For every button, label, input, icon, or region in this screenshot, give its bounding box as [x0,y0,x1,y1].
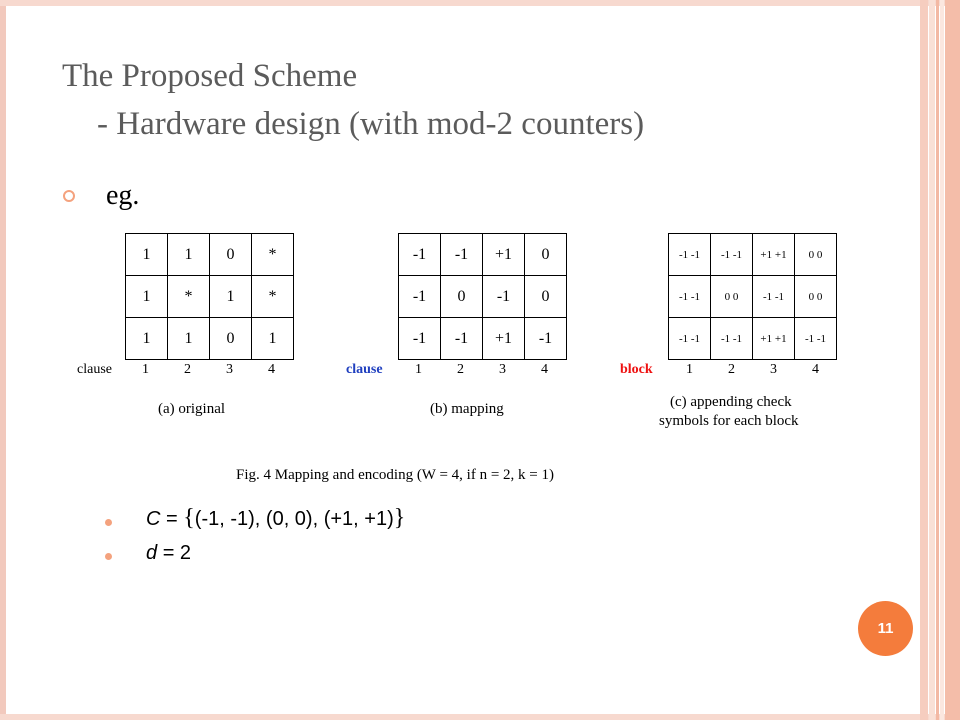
axis-number: 3 [770,362,777,377]
formula-brace-close: } [393,505,406,531]
table-cell: -1 -1 [668,317,711,360]
bullet-dot-icon [105,553,112,560]
axis-number: 1 [686,362,693,377]
table-cell: -1 [524,317,567,360]
table-cell: 0 0 [794,233,837,276]
formula-c: C = {(-1, -1), (0, 0), (+1, +1)} [146,505,405,532]
table-cell: 1 [125,275,168,318]
axis-number: 3 [499,362,506,377]
axis-label-block: block [620,362,653,377]
table-cell: 0 0 [794,275,837,318]
page-number-badge: 11 [858,601,913,656]
table-cell: -1 -1 [710,317,753,360]
table-cell: -1 [398,275,441,318]
table-cell: 0 [524,233,567,276]
bullet-dot-icon [105,519,112,526]
axis-number: 1 [142,362,149,377]
table-cell: * [251,233,294,276]
caption-check-line2: symbols for each block [659,413,799,429]
table-cell: -1 -1 [752,275,795,318]
table-cell: 0 [209,233,252,276]
formula-brace-open: { [183,505,195,531]
frame-bottom-border [0,714,960,720]
axis-label-clause: clause [77,362,112,377]
axis-number: 2 [457,362,464,377]
table-cell: -1 -1 [794,317,837,360]
axis-number: 3 [226,362,233,377]
table-cell: 0 [209,317,252,360]
table-row: -1-1+1-1 [398,317,567,360]
table-cell: +1 +1 [752,233,795,276]
caption-check-line1: (c) appending check [670,394,792,410]
table-cell: 1 [125,233,168,276]
table-cell: -1 [440,317,483,360]
frame-right-stripe [936,0,939,720]
formula-c-var: C [146,508,161,530]
axis-label-clause: clause [346,362,383,377]
frame-left-border [0,0,6,720]
table-cell: 1 [167,317,210,360]
formula-c-set: (-1, -1), (0, 0), (+1, +1) [194,508,394,530]
caption-original: (a) original [158,401,226,417]
axis-number: 2 [184,362,191,377]
table-cell: -1 [398,317,441,360]
slide-title: The Proposed Scheme [62,58,358,94]
frame-right-stripe [940,0,944,720]
table-cell: * [251,275,294,318]
frame-right-stripe [920,0,928,720]
table-cell: 1 [209,275,252,318]
table-cell: -1 [440,233,483,276]
table-cell: 1 [251,317,294,360]
table-cell: -1 -1 [668,233,711,276]
bullet-text: eg. [106,180,140,211]
table-cell: 1 [167,233,210,276]
table-cell: 0 0 [710,275,753,318]
table-cell: * [167,275,210,318]
figure-caption: Fig. 4 Mapping and encoding (W = 4, if n… [236,467,554,483]
frame-top-border [0,0,960,6]
table-cell: 0 [524,275,567,318]
formula-d-eq: = 2 [162,542,192,564]
axis-number: 4 [268,362,275,377]
axis-number: 4 [541,362,548,377]
frame-right-stripe [929,0,935,720]
table-cell: 0 [440,275,483,318]
slide-subtitle: - Hardware design (with mod-2 counters) [97,106,645,142]
table-row: 1*1* [125,275,294,318]
axis-number: 4 [812,362,819,377]
table-cell: +1 +1 [752,317,795,360]
table-cell: -1 -1 [668,275,711,318]
bullet-ring-icon [63,190,75,202]
table-row: -1 -1-1 -1+1 +1-1 -1 [668,317,837,360]
table-cell: +1 [482,317,525,360]
formula-d: d = 2 [146,542,191,565]
table-cell: -1 -1 [710,233,753,276]
table-cell: 1 [125,317,168,360]
axis-number: 1 [415,362,422,377]
table-cell: -1 [398,233,441,276]
table-cell: +1 [482,233,525,276]
table-cell: -1 [482,275,525,318]
caption-mapping: (b) mapping [430,401,504,417]
axis-number: 2 [728,362,735,377]
formula-d-var: d [146,542,158,564]
frame-right-stripe [945,0,960,720]
formula-c-eq: = [166,508,178,530]
